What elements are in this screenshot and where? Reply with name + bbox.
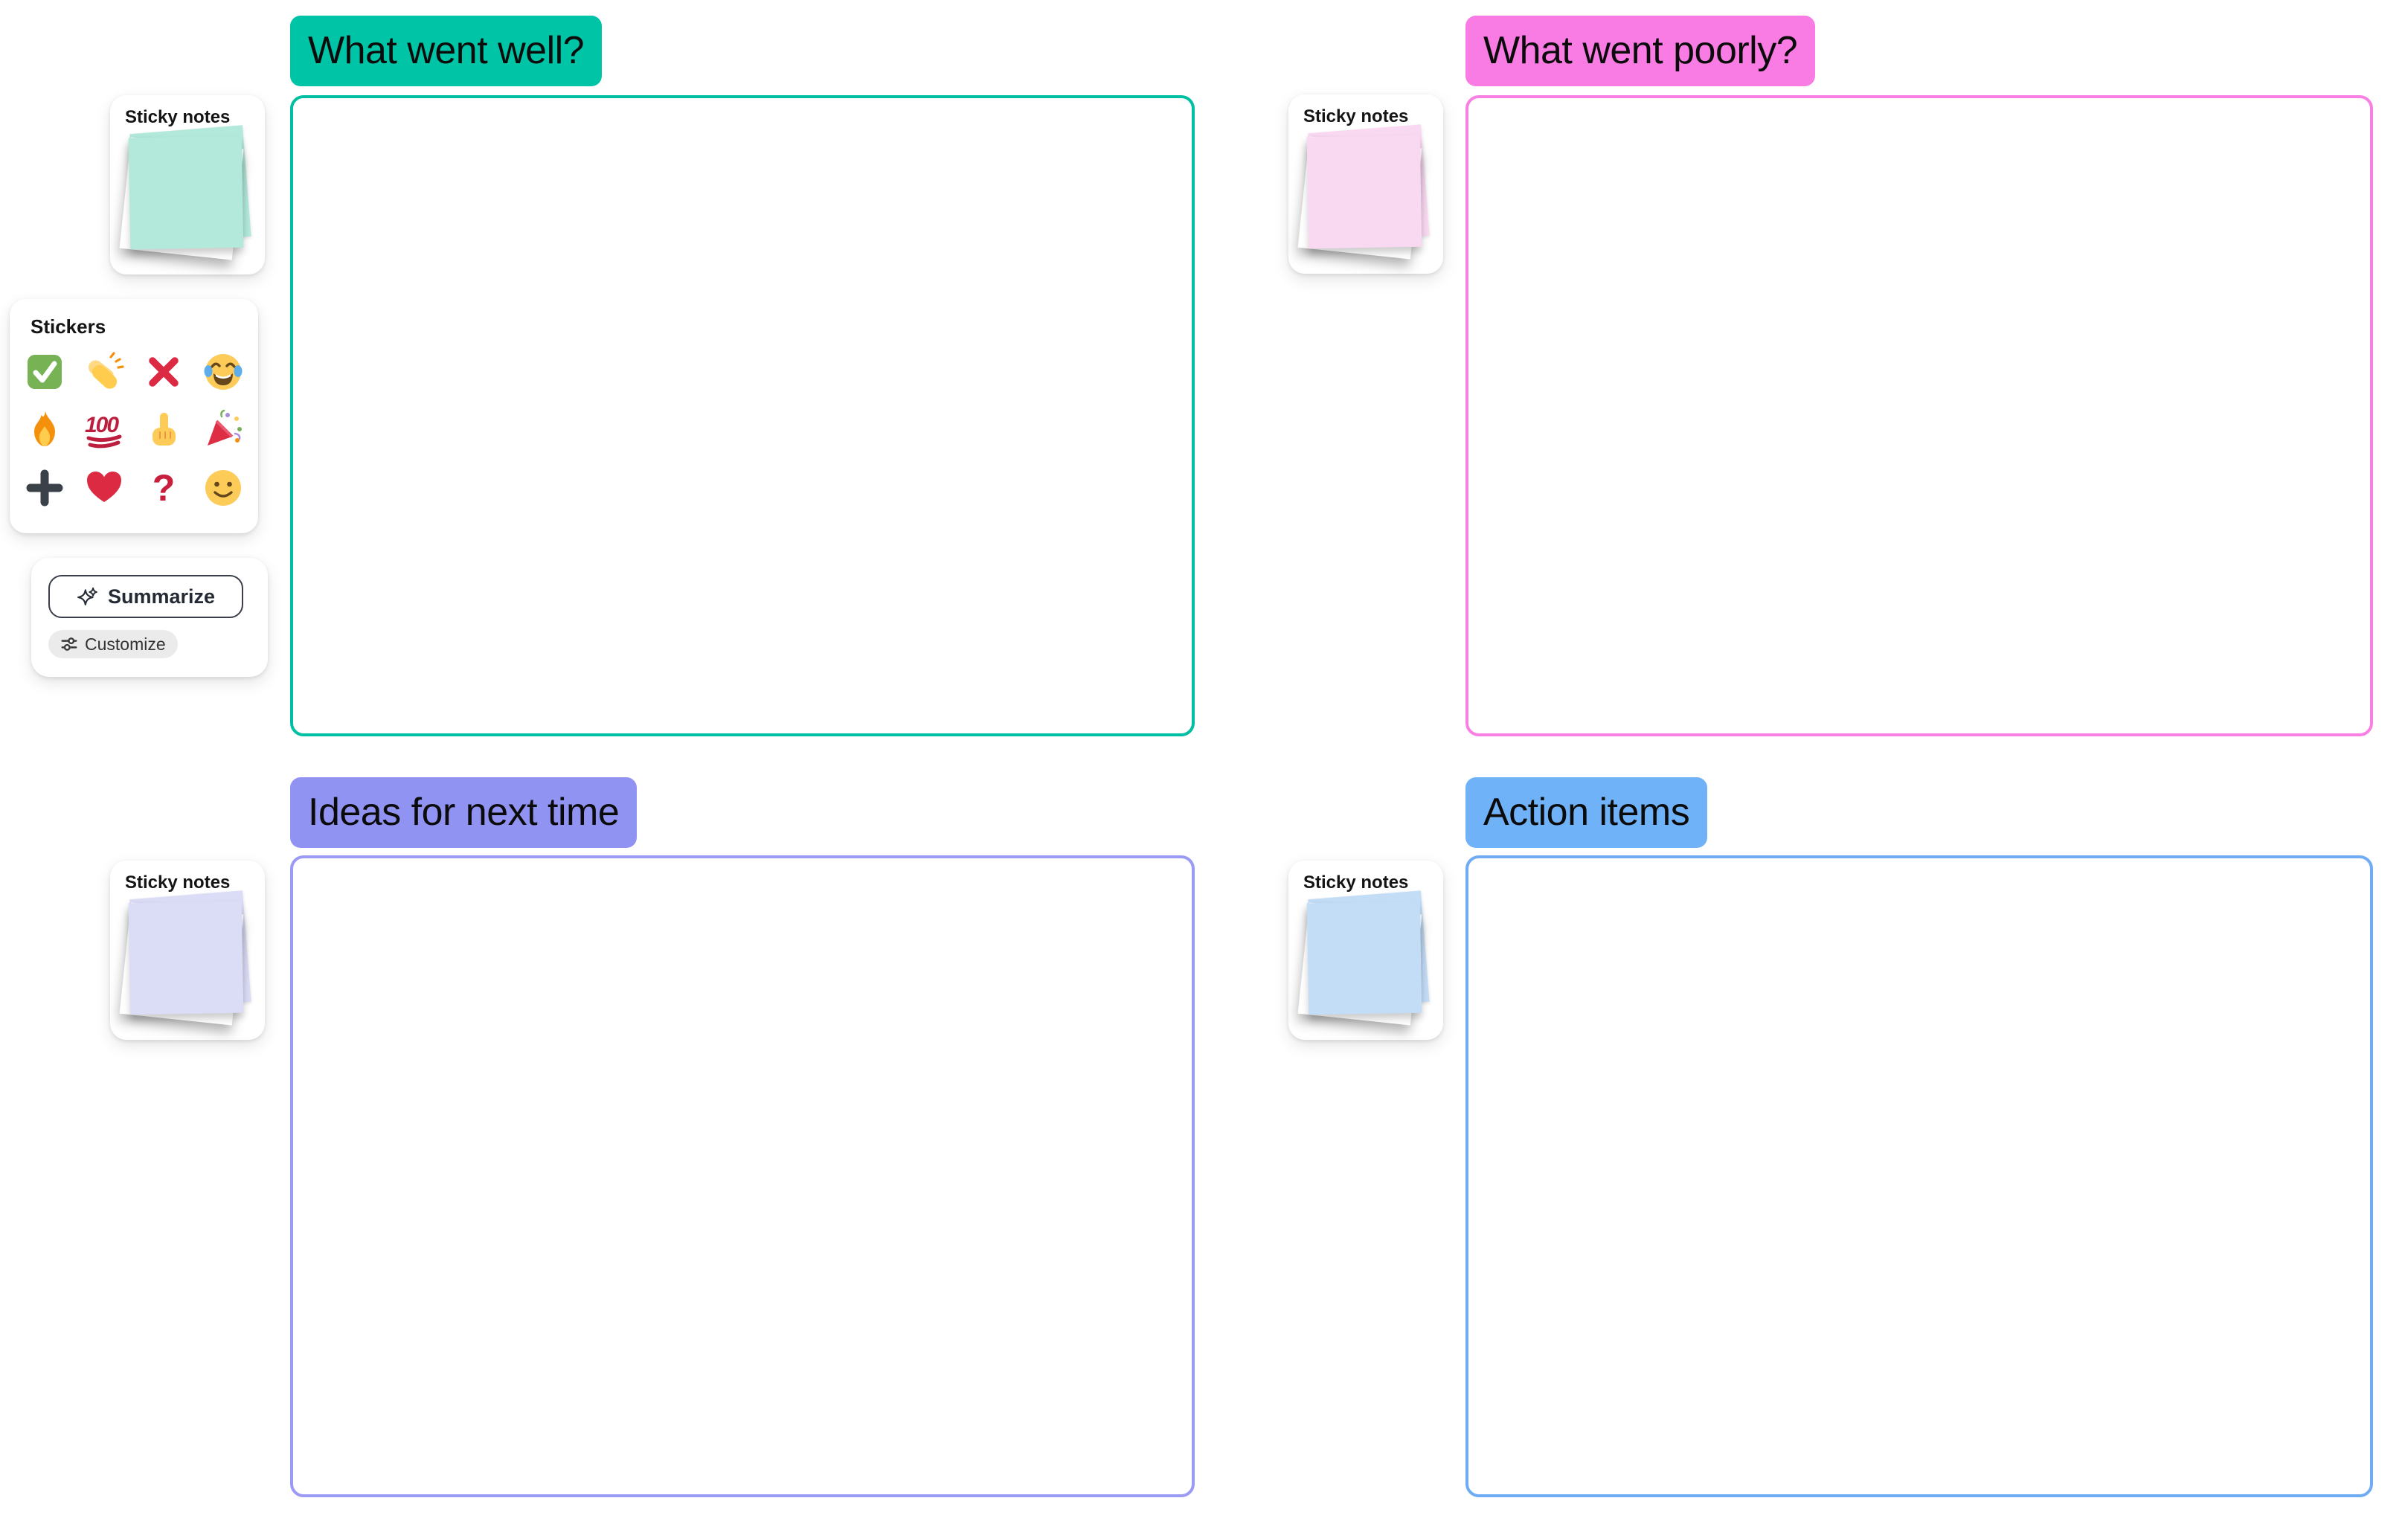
fire-icon	[34, 411, 55, 446]
sticker-hundred-points[interactable]: 100	[83, 409, 125, 451]
sticky-note-front[interactable]	[128, 901, 244, 1015]
stickers-grid: 100	[24, 351, 244, 509]
tears-of-joy-icon	[204, 354, 243, 390]
stickers-panel: Stickers	[10, 299, 258, 533]
svg-text:100: 100	[85, 413, 119, 437]
section-header-action-items[interactable]: Action items	[1465, 777, 1708, 848]
section-header-went-poorly[interactable]: What went poorly?	[1465, 16, 1816, 86]
check-mark-button-icon	[28, 355, 62, 389]
plus-icon	[26, 469, 63, 507]
section-box-went-poorly[interactable]	[1465, 95, 2373, 736]
party-popper-icon	[208, 409, 242, 446]
sticker-index-pointing-up[interactable]	[143, 409, 184, 451]
question-mark-icon: ?	[152, 467, 176, 509]
sticky-notes-label: Sticky notes	[125, 107, 231, 127]
sticky-note-stack[interactable]	[110, 861, 265, 1040]
sticker-fire[interactable]	[24, 409, 65, 451]
sticky-note-front[interactable]	[1306, 901, 1422, 1015]
section-header-ideas[interactable]: Ideas for next time	[290, 777, 638, 848]
sticky-notes-label: Sticky notes	[1303, 872, 1409, 893]
section-box-action-items[interactable]	[1465, 855, 2373, 1497]
index-pointing-up-icon	[152, 413, 176, 446]
customize-button[interactable]: Customize	[48, 630, 178, 658]
sticker-heavy-plus[interactable]	[24, 467, 65, 509]
sticker-check-mark-button[interactable]	[24, 351, 65, 393]
sticky-note-stack[interactable]	[1288, 94, 1443, 274]
stickers-panel-title: Stickers	[30, 315, 106, 338]
sticker-cross-mark[interactable]	[143, 351, 184, 393]
sticker-red-question-mark[interactable]: ?	[143, 467, 184, 509]
sticky-note-front[interactable]	[1306, 135, 1422, 249]
sticky-notes-label: Sticky notes	[125, 872, 231, 893]
sticky-note-stack[interactable]	[1288, 861, 1443, 1040]
customize-button-label: Customize	[85, 634, 166, 654]
sticker-clapping-hands[interactable]	[83, 351, 125, 393]
section-header-went-well[interactable]: What went well?	[290, 16, 603, 86]
hundred-points-icon: 100	[85, 413, 122, 449]
svg-text:?: ?	[152, 467, 176, 509]
sticker-slightly-smiling-face[interactable]	[202, 467, 244, 509]
sliders-icon	[61, 637, 77, 651]
sticky-notes-label: Sticky notes	[1303, 106, 1409, 126]
sticky-notes-widget-action-items[interactable]: Sticky notes	[1288, 861, 1443, 1040]
sticker-red-heart[interactable]	[83, 467, 125, 509]
smiling-face-icon	[205, 470, 241, 506]
sticker-face-with-tears-of-joy[interactable]	[202, 351, 244, 393]
clapping-hands-icon	[88, 352, 124, 389]
sticky-notes-widget-went-well[interactable]: Sticky notes	[110, 95, 265, 274]
section-box-ideas[interactable]	[290, 855, 1195, 1497]
section-box-went-well[interactable]	[290, 95, 1195, 736]
sticky-notes-widget-ideas[interactable]: Sticky notes	[110, 861, 265, 1040]
sticky-notes-widget-went-poorly[interactable]: Sticky notes	[1288, 94, 1443, 274]
summarize-button-label: Summarize	[107, 585, 216, 608]
summarize-button[interactable]: Summarize	[48, 575, 243, 618]
sticky-note-front[interactable]	[128, 135, 244, 250]
sparkles-icon	[77, 587, 97, 605]
cross-mark-icon	[149, 357, 179, 387]
sticky-note-stack[interactable]	[110, 95, 265, 274]
ai-panel: Summarize Customize	[31, 558, 268, 677]
sticker-party-popper[interactable]	[202, 409, 244, 451]
heart-icon	[87, 472, 121, 502]
